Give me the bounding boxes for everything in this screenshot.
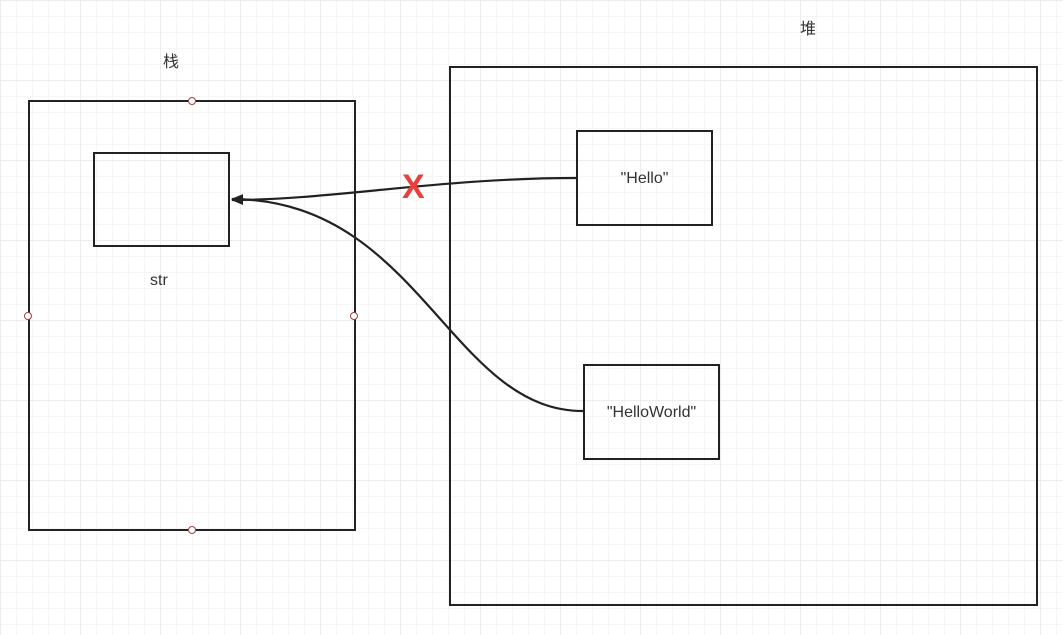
hello-object-box[interactable]: "Hello" bbox=[576, 130, 713, 226]
heap-title: 堆 bbox=[800, 21, 817, 38]
stack-frame-handle-left[interactable] bbox=[24, 312, 32, 320]
helloworld-object-box[interactable]: "HelloWorld" bbox=[583, 364, 720, 460]
str-variable-label: str bbox=[150, 272, 168, 289]
stack-title: 栈 bbox=[163, 54, 180, 71]
hello-object-label: "Hello" bbox=[620, 170, 669, 187]
helloworld-reference-arrow[interactable] bbox=[231, 194, 584, 413]
helloworld-object-label: "HelloWorld" bbox=[606, 404, 697, 421]
stack-frame-handle-bottom[interactable] bbox=[188, 526, 196, 534]
broken-reference-mark: X bbox=[402, 168, 425, 206]
stack-frame-handle-top[interactable] bbox=[188, 97, 196, 105]
hello-reference-arrow[interactable] bbox=[231, 176, 577, 205]
str-variable-box[interactable] bbox=[93, 152, 230, 247]
stack-frame-handle-right[interactable] bbox=[350, 312, 358, 320]
heap-frame[interactable] bbox=[449, 66, 1038, 606]
